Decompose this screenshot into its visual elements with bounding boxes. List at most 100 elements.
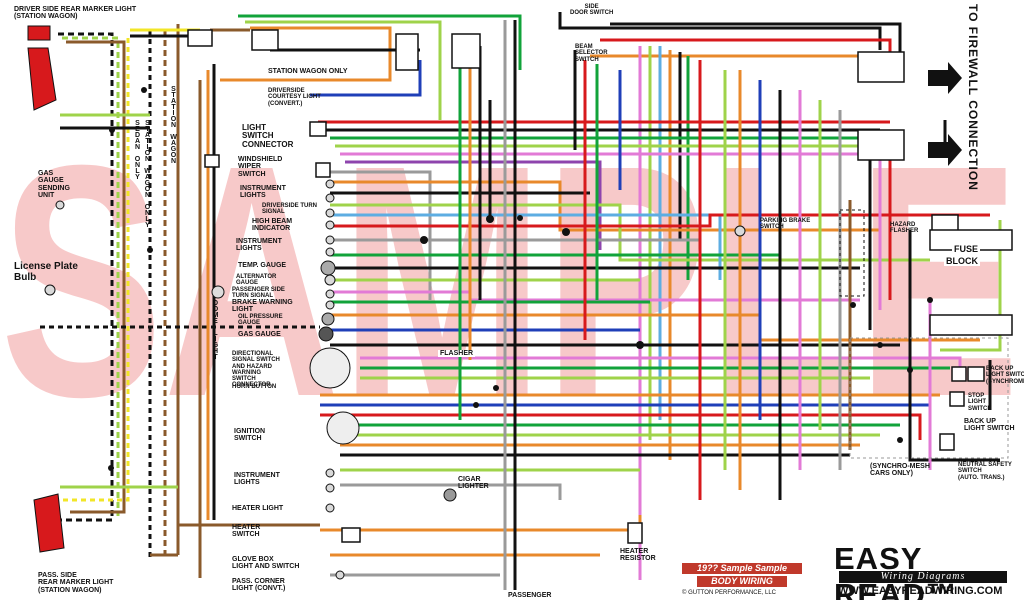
parking-brake-knob: [734, 225, 746, 237]
brand-url[interactable]: WWW.EASYREADWIRING.COM: [838, 585, 1003, 597]
back-up-switch-box: [939, 433, 955, 451]
label-side-door-switch: SIDE DOOR SWITCH: [570, 4, 614, 17]
components: [44, 179, 746, 580]
left-harness: [40, 24, 320, 578]
label-directional: DIRECTIONAL SIGNAL SWITCH AND HAZARD WAR…: [232, 351, 280, 389]
cigar-lighter-knob: [443, 488, 457, 502]
light-switch-connector-box: [309, 121, 327, 137]
label-driverside-courtesy: DRIVERSIDE COURTESY LIGHT (CONVERT.): [268, 88, 321, 107]
label-gas-gauge: GAS GAUGE: [238, 331, 281, 338]
firewall-connector-2: [857, 129, 905, 161]
label-beam-selector: BEAM SELECTOR SWITCH: [575, 44, 608, 63]
back-up-synchro-box-2: [967, 366, 985, 382]
oil-pressure-dial: [321, 312, 335, 326]
pass-marker-housing: [33, 493, 65, 553]
heater-resistor-box: [627, 522, 643, 544]
label-instrument-lights-1: INSTRUMENT LIGHTS: [240, 185, 286, 200]
label-block: BLOCK: [944, 256, 980, 266]
instrument-bulb-4: [325, 247, 335, 257]
gas-unit-bulb: [55, 200, 65, 210]
label-synchro-mesh: (SYNCHRO-MESH CARS ONLY): [870, 463, 930, 478]
high-beam-bulb: [325, 220, 335, 230]
label-heater-light: HEATER LIGHT: [232, 505, 284, 512]
turn-bulb: [325, 208, 335, 218]
stop-light-switch-box: [949, 391, 965, 407]
label-fuse: FUSE: [952, 244, 981, 254]
corner-bulb: [335, 570, 345, 580]
label-sedan-only: SEDAN ONLY: [134, 120, 141, 180]
connectors: [187, 29, 1013, 544]
label-driver-marker: DRIVER SIDE REAR MARKER LIGHT (STATION W…: [14, 6, 137, 21]
title-line-2: BODY WIRING: [697, 576, 787, 587]
label-passenger: PASSENGER: [508, 592, 552, 599]
ignition-disc: [326, 411, 360, 445]
label-light-switch-connector: LIGHT SWITCH CONNECTOR: [242, 123, 294, 149]
temp-gauge-dial: [320, 260, 336, 276]
driver-marker-housing: [27, 47, 57, 111]
connector-4: [451, 33, 481, 69]
label-glove-box: GLOVE BOX LIGHT AND SWITCH: [232, 556, 300, 571]
instrument-bulb-2: [325, 193, 335, 203]
title-line-1: 19?? Sample Sample: [682, 563, 802, 574]
label-instrument-lights-2: INSTRUMENT LIGHTS: [236, 238, 282, 253]
vertical-runs: [458, 20, 1002, 590]
label-pass-marker: PASS. SIDE REAR MARKER LIGHT (STATION WA…: [38, 572, 114, 594]
label-stop-light: STOP LIGHT SWITCH: [968, 393, 992, 412]
label-parking-brake: PARKING BRAKE SWITCH: [760, 218, 811, 231]
dome-light-disc: [211, 285, 225, 299]
brand-tagline: Wiring Diagrams: [839, 571, 1007, 583]
pass-turn-bulb: [325, 289, 335, 299]
label-pass-turn: PASSENGER SIDE TURN SIGNAL: [232, 287, 285, 300]
label-back-up-synchro: BACK UP LIGHT SWITCH (SYNCHROMESH): [986, 366, 1024, 385]
label-station-wagon-vert-2: STATION WAGON: [170, 86, 177, 164]
instrument-bulb-6: [325, 483, 335, 493]
back-up-synchro-box: [951, 366, 967, 382]
label-brake-warning: BRAKE WARNING LIGHT: [232, 299, 293, 314]
label-temp-gauge: TEMP. GAUGE: [238, 262, 287, 269]
instrument-bulb-1: [325, 179, 335, 189]
label-back-up-switch: BACK UP LIGHT SWITCH: [964, 418, 1015, 433]
directional-switch-disc: [309, 347, 351, 389]
label-gas-gauge-unit: GAS GAUGE SENDING UNIT: [38, 170, 70, 200]
marker-lights: [27, 25, 65, 553]
label-oil-pressure: OIL PRESSURE GAUGE: [238, 314, 283, 327]
label-dome-light: DOME LIGHT: [212, 300, 219, 360]
label-flasher: FLASHER: [438, 350, 476, 358]
gas-gauge-dial: [318, 326, 334, 342]
dotted-bracket: [839, 209, 865, 297]
brake-warning-bulb: [325, 300, 335, 310]
label-heater-resistor: HEATER RESISTOR: [620, 548, 656, 563]
fuse-block-bottom: [929, 314, 1013, 336]
label-driverside-turn: DRIVERSIDE TURN SIGNAL: [262, 203, 318, 216]
instrument-bulb-3: [325, 235, 335, 245]
connector-2: [251, 29, 279, 51]
copyright: © GUTTON PERFORMANCE, LLC: [682, 590, 776, 596]
label-pass-corner: PASS. CORNER LIGHT (CONVT.): [232, 578, 286, 593]
label-license-plate: License Plate Bulb: [14, 261, 78, 283]
label-alternator-gauge: ALTERNATOR GAUGE: [236, 274, 277, 287]
station-wagon-connector: [204, 154, 220, 168]
connector-3: [395, 33, 419, 71]
arrow-right-1: [928, 62, 962, 94]
license-bulb: [44, 284, 56, 296]
firewall-connector-1: [857, 51, 905, 83]
alternator-bulb: [324, 274, 336, 286]
arrow-right-2: [928, 134, 962, 166]
label-hazard-flasher: HAZARD FLASHER: [890, 222, 919, 235]
label-instrument-lights-3: INSTRUMENT LIGHTS: [234, 472, 280, 487]
wiper-switch-box: [315, 162, 331, 178]
top-harness: [130, 12, 902, 580]
label-to-firewall: TO FIREWALL CONNECTION: [966, 4, 980, 191]
driver-marker-lens: [27, 25, 51, 41]
synchromesh-region: [849, 337, 1009, 459]
label-heater-switch: HEATER SWITCH: [232, 524, 261, 539]
label-windshield-wiper: WINDSHIELD WIPER SWITCH: [238, 156, 283, 178]
connector-1: [187, 29, 213, 47]
label-neutral-safety: NEUTRAL SAFETY SWITCH (AUTO. TRANS.): [958, 462, 1012, 481]
label-station-wagon-only: STATION WAGON ONLY: [268, 68, 348, 75]
label-station-wagon-vert-1: STATION WAGON ONLY: [144, 120, 151, 228]
label-cigar-lighter: CIGAR LIGHTER: [458, 476, 489, 491]
label-horn-button: HORN BUTTON: [232, 384, 277, 390]
instrument-bulb-5: [325, 468, 335, 478]
